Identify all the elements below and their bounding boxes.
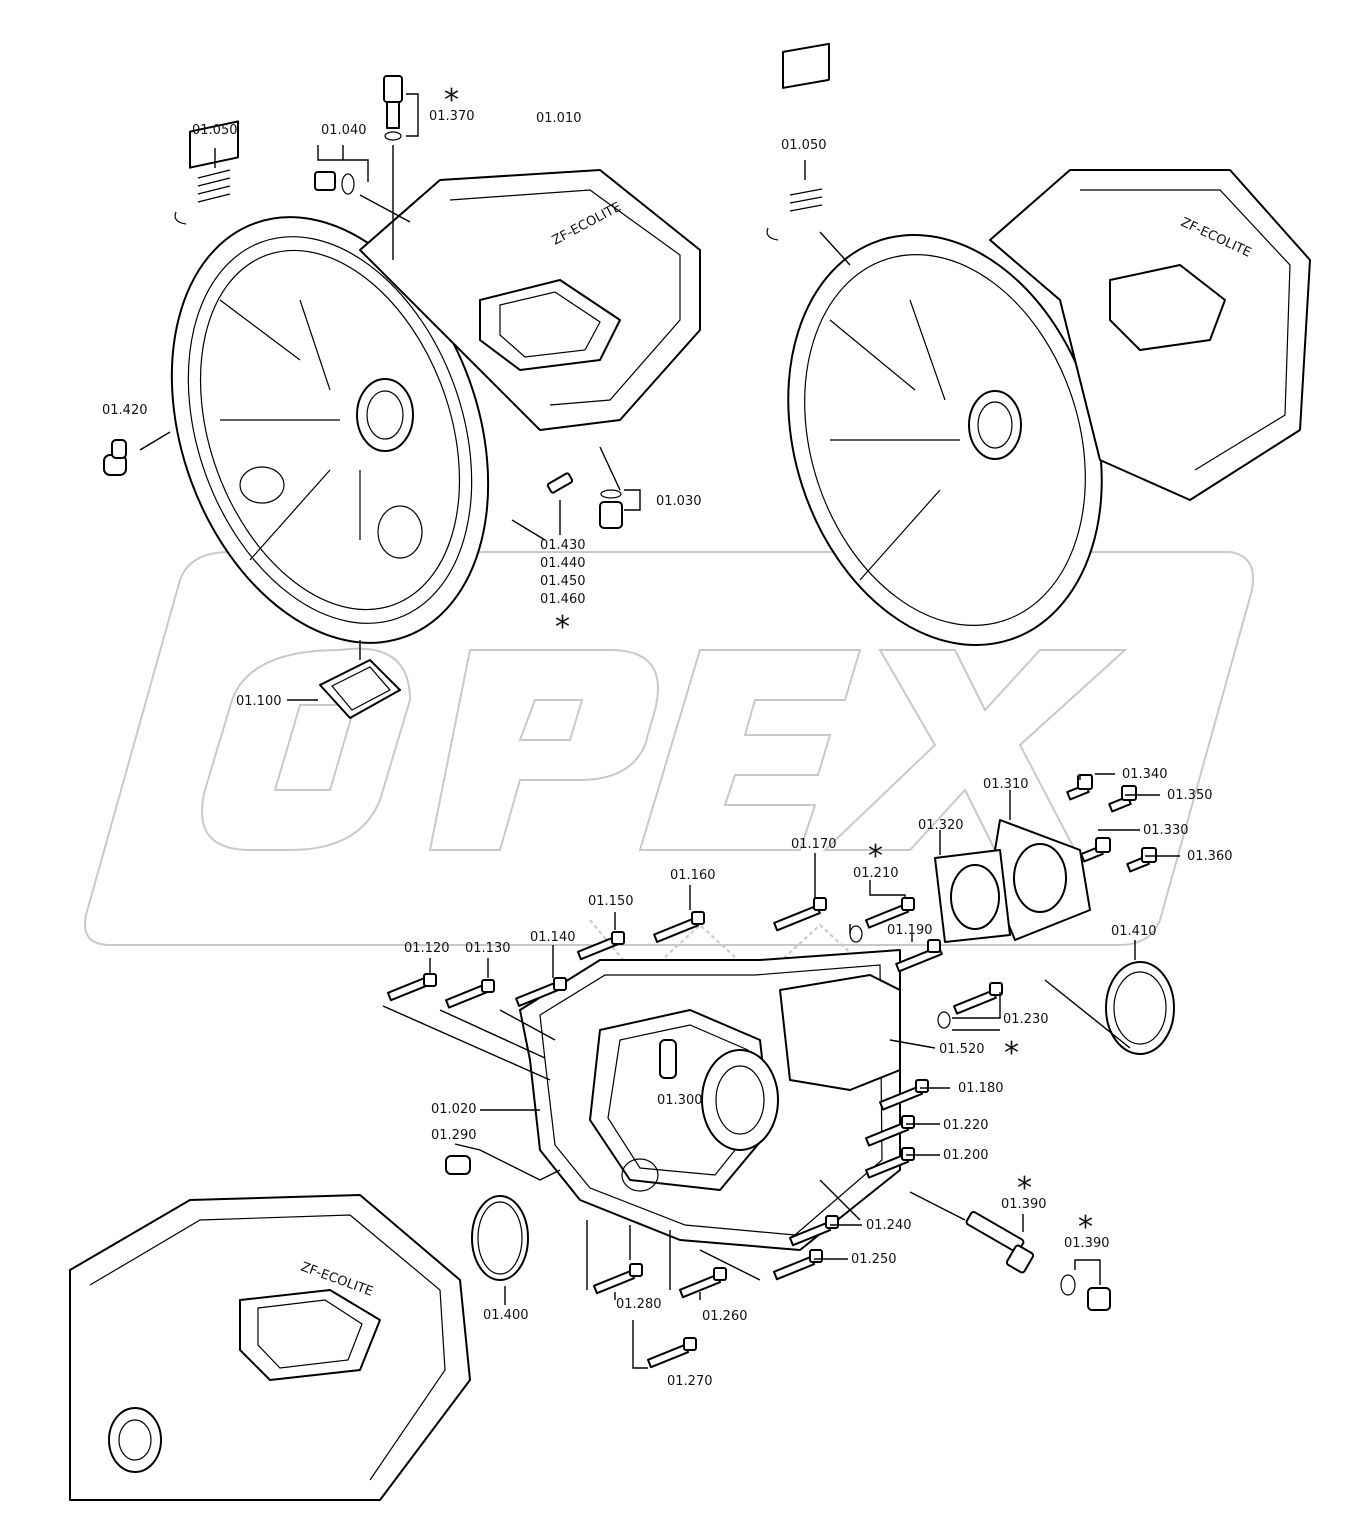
label-01-130: 01.130 — [465, 941, 511, 956]
transmission-housing-assembled-left: ZF-ECOLITE — [170, 169, 701, 644]
label-01-350: 01.350 — [1167, 788, 1213, 803]
label-01-320: 01.320 — [918, 818, 964, 833]
label-01-160: 01.160 — [670, 868, 716, 883]
label-01-050-a: 01.050 — [192, 123, 238, 138]
bolt-01-220 — [865, 1115, 915, 1147]
leader-lines — [382, 773, 1180, 1369]
label-01-260: 01.260 — [702, 1309, 748, 1324]
label-01-270: 01.270 — [667, 1374, 713, 1389]
bolt-01-280 — [592, 1263, 643, 1295]
bolt-01-180 — [879, 1079, 929, 1111]
label-01-220: 01.220 — [943, 1118, 989, 1133]
label-01-200: 01.200 — [943, 1148, 989, 1163]
label-01-180: 01.180 — [958, 1081, 1004, 1096]
label-01-280: 01.280 — [616, 1297, 662, 1312]
bolt-01-340 — [1066, 774, 1093, 801]
part-labels: 01.050 01.040 01.370 01.010 01.050 01.42… — [102, 109, 1233, 1389]
label-01-250: 01.250 — [851, 1252, 897, 1267]
label-01-520: 01.520 — [939, 1042, 985, 1057]
label-01-210: 01.210 — [853, 866, 899, 881]
bolt-01-120 — [386, 973, 437, 1002]
label-01-340: 01.340 — [1122, 767, 1168, 782]
label-01-400: 01.400 — [483, 1308, 529, 1323]
bolt-01-350 — [1108, 785, 1137, 813]
label-01-430: 01.430 — [540, 538, 586, 553]
label-01-360: 01.360 — [1187, 849, 1233, 864]
label-01-420: 01.420 — [102, 403, 148, 418]
parts-top-left — [103, 75, 641, 719]
label-01-150: 01.150 — [588, 894, 634, 909]
label-01-240: 01.240 — [866, 1218, 912, 1233]
label-01-170: 01.170 — [791, 837, 837, 852]
bolt-01-270 — [646, 1337, 697, 1369]
star-marker-01-370: * — [444, 83, 459, 118]
label-01-050-b: 01.050 — [781, 138, 827, 153]
label-01-140: 01.140 — [530, 930, 576, 945]
transmission-housing-assembled-right: ZF-ECOLITE — [766, 42, 1311, 647]
bolt-01-230 — [937, 982, 1003, 1029]
label-01-310: 01.310 — [983, 777, 1029, 792]
label-01-230: 01.230 — [1003, 1012, 1049, 1027]
label-01-040: 01.040 — [321, 123, 367, 138]
label-01-330: 01.330 — [1143, 823, 1189, 838]
rear-housing-exploded — [445, 790, 1175, 1311]
label-01-120: 01.120 — [404, 941, 450, 956]
label-01-390-a: 01.390 — [1001, 1197, 1047, 1212]
label-01-030: 01.030 — [656, 494, 702, 509]
bolt-01-250 — [772, 1249, 823, 1281]
label-01-020: 01.020 — [431, 1102, 477, 1117]
bolt-01-140 — [515, 977, 567, 1007]
star-marker-01-520: * — [1004, 1036, 1019, 1071]
bolt-01-200 — [865, 1147, 915, 1179]
bolts-group — [386, 774, 1157, 1369]
label-01-450: 01.450 — [540, 574, 586, 589]
label-01-190: 01.190 — [887, 923, 933, 938]
star-marker-01-390-b: * — [1078, 1210, 1093, 1245]
bolt-01-160 — [653, 911, 705, 943]
bolt-01-360 — [1126, 847, 1157, 873]
star-marker-01-390-a: * — [1017, 1171, 1032, 1206]
label-01-410: 01.410 — [1111, 924, 1157, 939]
label-01-300: 01.300 — [657, 1093, 703, 1108]
bolt-01-190 — [895, 939, 943, 973]
label-01-440: 01.440 — [540, 556, 586, 571]
label-01-100: 01.100 — [236, 694, 282, 709]
label-01-290: 01.290 — [431, 1128, 477, 1143]
star-markers: * * * * * * — [444, 83, 1093, 1245]
star-marker-01-210: * — [868, 839, 883, 874]
label-01-010: 01.010 — [536, 111, 582, 126]
bolt-01-150 — [576, 931, 625, 961]
bolt-01-130 — [445, 979, 495, 1009]
label-01-370: 01.370 — [429, 109, 475, 124]
bolt-01-330 — [1080, 837, 1111, 863]
label-01-460: 01.460 — [540, 592, 586, 607]
bolt-01-260 — [678, 1267, 727, 1299]
bolt-01-170 — [773, 897, 827, 932]
label-01-390-b: 01.390 — [1064, 1236, 1110, 1251]
transmission-housing-partial-bottom-left: ZF-ECOLITE — [69, 1194, 471, 1501]
star-marker-01-430: * — [555, 610, 570, 645]
